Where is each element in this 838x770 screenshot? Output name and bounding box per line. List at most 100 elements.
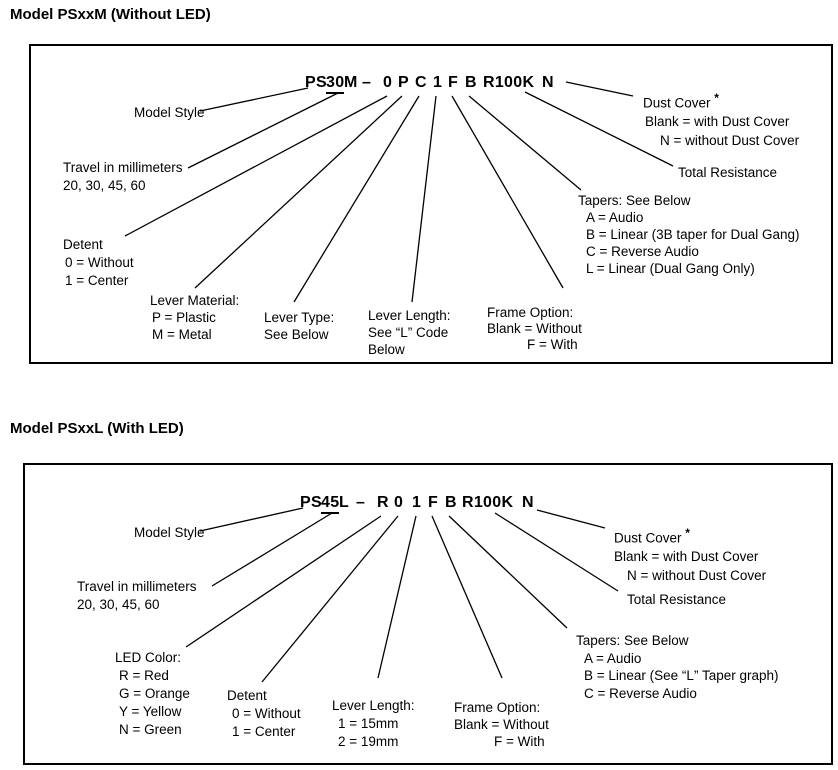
footnote-asterisk: * (714, 91, 719, 105)
part-number-segment-psxxm-c: C (415, 74, 427, 91)
label-line: Blank = with Dust Cover (645, 114, 790, 129)
part-number-segment-psxxm-1: 1 (433, 74, 443, 91)
part-number-segment-psxxl-n: N (522, 494, 534, 511)
psxxm-lever-type-label: Lever Type:See Below (264, 309, 334, 343)
label-line: 1 = 15mm (338, 716, 399, 731)
psxxm-dust-cover-label: Dust Cover * Blank = with Dust Cover N = w… (643, 89, 799, 150)
part-number-segment-psxxm-b: B (465, 74, 477, 91)
part-number-segment-psxxl-ps: PS (300, 494, 322, 511)
footnote-asterisk: * (685, 526, 690, 540)
label-line: C = Reverse Audio (586, 244, 699, 259)
label-line: Frame Option: (487, 305, 574, 320)
psxxm-model-style-label: Model Style (134, 104, 205, 122)
psxxm-frame-option-leader-line (451, 95, 564, 289)
psxxl-detent-leader-line (261, 515, 399, 683)
label-line: Tapers: See Below (576, 633, 689, 648)
label-line: Lever Length: (332, 698, 415, 713)
label-line: Model Style (134, 105, 205, 120)
label-line: Blank = Without (487, 321, 582, 336)
label-line: M = Metal (152, 327, 212, 342)
label-line: See Below (264, 327, 329, 342)
psxxl-total-resistance-leader-line (494, 512, 619, 592)
label-line: Lever Material: (150, 293, 240, 308)
label-line: B = Linear (3B taper for Dual Gang) (586, 227, 800, 242)
label-line: Below (368, 342, 405, 357)
part-number-segment-psxxm-30: 30 (326, 73, 345, 94)
label-line: Total Resistance (678, 165, 778, 180)
psxxm-tapers-label: Tapers: See Below A = Audio B = Linear (3B… (578, 192, 800, 277)
label-line: 0 = Without (65, 255, 134, 270)
psxxl-led-color-leader-line (185, 515, 382, 648)
part-number-segment-psxxm-0: 0 (383, 74, 393, 91)
label-line: Y = Yellow (119, 704, 182, 719)
part-number-segment-psxxl-0: 0 (394, 494, 404, 511)
psxxm-total-resistance-leader-line (524, 91, 674, 167)
label-line: 20, 30, 45, 60 (63, 178, 146, 193)
part-number-segment-psxxm-–: – (362, 74, 372, 91)
psxxm-model-style-leader-line (199, 87, 309, 112)
part-number-segment-psxxm-p: P (398, 74, 409, 91)
diagram-box-psxxl (23, 463, 833, 765)
label-line: Tapers: See Below (578, 193, 691, 208)
part-number-segment-psxxl-l: L (339, 494, 350, 511)
section-title-psxxm: Model PSxxM (Without LED) (10, 6, 211, 23)
part-number-segment-psxxl-–: – (356, 494, 366, 511)
psxxl-detent-label: Detent 0 = Without 1 = Center (227, 687, 301, 741)
psxxm-tapers-leader-line (468, 95, 582, 191)
psxxm-lever-type-leader-line (293, 95, 420, 303)
part-number-segment-psxxl-45: 45 (321, 493, 340, 514)
label-line: C = Reverse Audio (584, 685, 697, 701)
diagram-box-psxxm (29, 44, 833, 364)
label-line: B = Linear (See “L” Taper graph) (584, 668, 779, 683)
label-line: A = Audio (584, 650, 642, 666)
psxxm-travel-label: Travel in millimeters 20, 30, 45, 60 (63, 159, 183, 195)
psxxm-dust-cover-leader-line (565, 81, 634, 97)
part-number-segment-psxxm-r100k: R100K (483, 74, 535, 91)
label-line: L = Linear (Dual Gang Only) (586, 261, 755, 276)
label-line: N = without Dust Cover (627, 567, 767, 583)
psxxl-lever-length-leader-line (377, 515, 417, 679)
part-number-segment-psxxl-1: 1 (412, 494, 422, 511)
part-number-segment-psxxl-f: F (428, 494, 439, 511)
section-title-psxxl: Model PSxxL (With LED) (10, 420, 184, 437)
label-line: F = With (494, 734, 545, 749)
label-line: Travel in millimeters (63, 160, 183, 175)
psxxm-lever-material-leader-line (194, 95, 403, 289)
psxxl-dust-cover-leader-line (536, 509, 606, 529)
label-line: A = Audio (586, 210, 644, 225)
label-line: Total Resistance (627, 592, 727, 607)
part-number-segment-psxxm-m: M (344, 74, 358, 91)
psxxl-model-style-leader-line (199, 507, 304, 532)
psxxl-travel-leader-line (211, 512, 333, 587)
label-line: Dust Cover * (614, 526, 690, 546)
part-number-segment-psxxm-f: F (448, 74, 459, 91)
part-number-segment-psxxl-r: R (377, 494, 389, 511)
part-number-segment-psxxl-r100k: R100K (462, 494, 514, 511)
label-line: 1 = Center (232, 724, 296, 739)
psxxl-tapers-label: Tapers: See Below A = Audio B = Linear (Se… (576, 632, 778, 702)
psxxm-total-resistance-label: Total Resistance (678, 164, 777, 182)
label-line: 1 = Center (65, 273, 129, 288)
psxxm-travel-leader-line (187, 92, 339, 169)
psxxl-frame-option-leader-line (431, 515, 503, 679)
label-line: LED Color: (115, 650, 182, 665)
part-number-segment-psxxl-b: B (445, 494, 457, 511)
part-number-segment-psxxm-ps: PS (305, 74, 327, 91)
label-line: Travel in millimeters (77, 579, 197, 594)
label-line: Model Style (134, 525, 205, 540)
psxxl-model-style-label: Model Style (134, 524, 205, 542)
label-line: Detent (227, 688, 267, 703)
label-line: Dust Cover * (643, 91, 719, 111)
label-line: N = without Dust Cover (660, 132, 800, 148)
label-line: R = Red (119, 668, 169, 683)
label-line: N = Green (119, 722, 182, 737)
label-line: 0 = Without (232, 706, 301, 721)
label-line: Frame Option: (454, 700, 541, 715)
label-line: 2 = 19mm (338, 734, 399, 749)
